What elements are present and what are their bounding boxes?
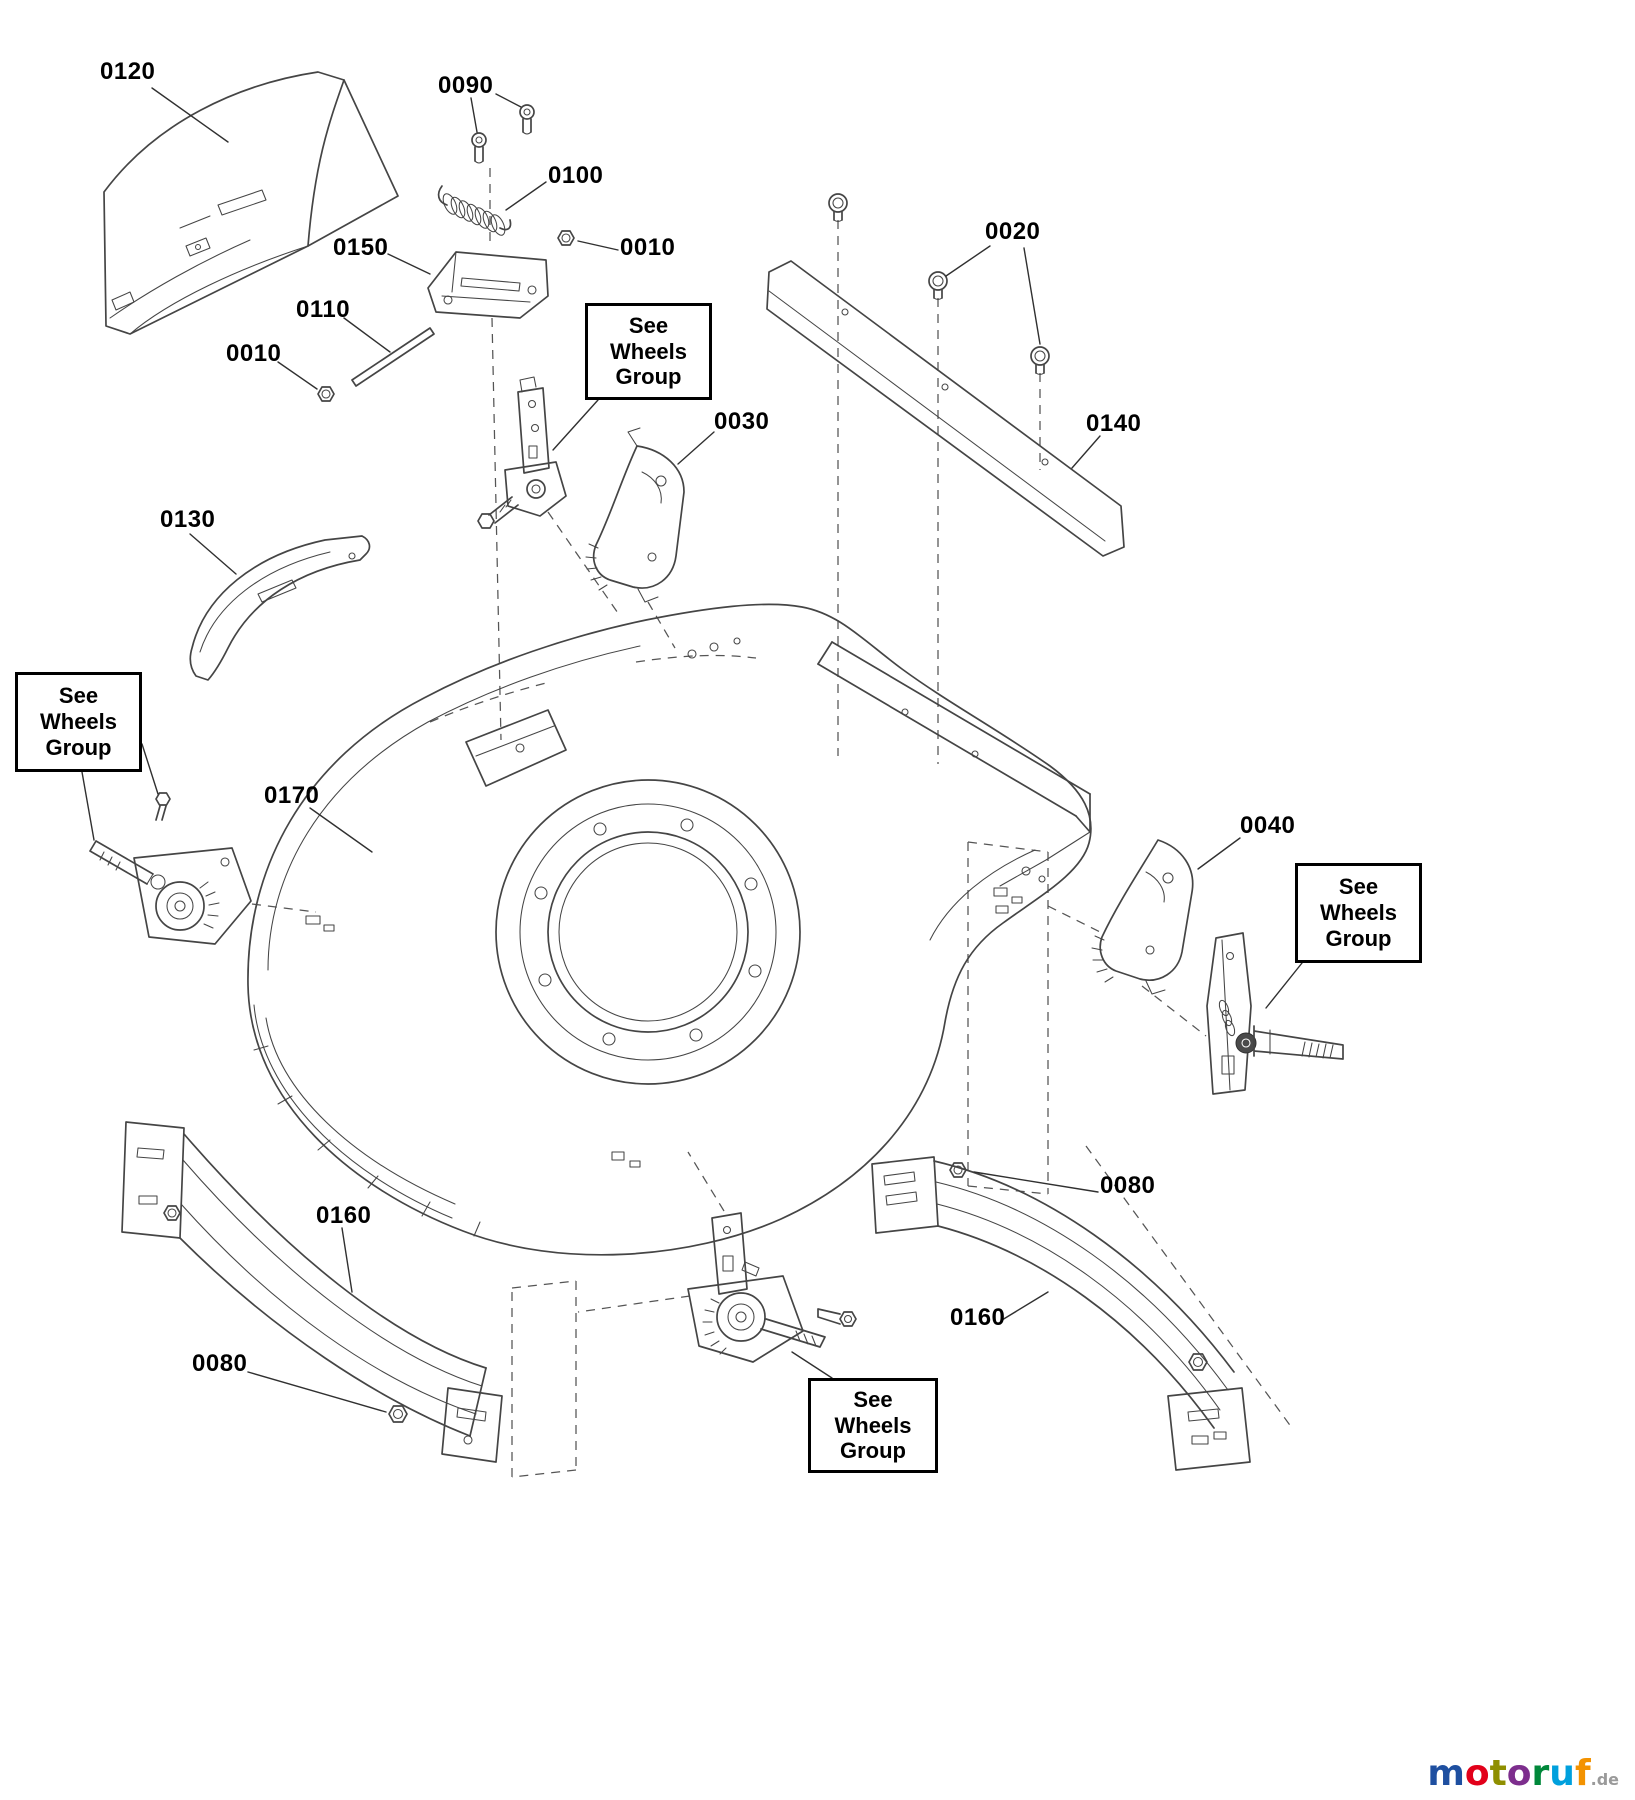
part-0130-trim xyxy=(189,535,371,681)
callout-see-wheels-group-right: See Wheels Group xyxy=(1295,863,1422,963)
callout-see-wheels-group-top: See Wheels Group xyxy=(585,303,712,400)
part-0010-nut-b xyxy=(317,386,335,402)
part-label-0170: 0170 xyxy=(264,782,320,809)
callout-line: Group xyxy=(615,364,682,390)
screw-0020-3 xyxy=(1030,346,1050,376)
motoruf-logo-word: motoruf xyxy=(1427,1753,1591,1794)
part-0120-cover xyxy=(103,71,399,335)
deck-skirt-segments xyxy=(253,1004,481,1237)
callout-line: See xyxy=(1338,874,1379,900)
deck-holes xyxy=(305,637,1046,1168)
part-label-0160-a: 0160 xyxy=(316,1202,372,1229)
callout-see-wheels-group-bottom: See Wheels Group xyxy=(808,1378,938,1473)
deck-rear-channel xyxy=(817,641,1091,887)
part-label-0080-b: 0080 xyxy=(1100,1172,1156,1199)
part-label-0110: 0110 xyxy=(296,296,351,323)
callout-line: See xyxy=(853,1386,893,1412)
part-label-0020: 0020 xyxy=(985,218,1041,245)
wheel-bracket-left xyxy=(89,792,252,945)
callout-line: Group xyxy=(45,734,112,760)
part-label-0160-b: 0160 xyxy=(950,1304,1006,1331)
wheel-bracket-right xyxy=(1206,932,1344,1095)
part-0080-nut-right-top xyxy=(949,1162,967,1178)
callout-line: Wheels xyxy=(609,338,688,364)
part-label-0100: 0100 xyxy=(548,162,604,189)
deck-housing xyxy=(247,603,1092,1256)
part-label-0040: 0040 xyxy=(1240,812,1296,839)
part-label-0030: 0030 xyxy=(714,408,770,435)
part-0160-skirt-left xyxy=(121,1121,503,1463)
part-0080-nut-right xyxy=(1188,1353,1208,1371)
callout-line: Wheels xyxy=(1319,900,1398,926)
leader-lines xyxy=(81,87,1303,1413)
part-0100-spring xyxy=(437,185,512,236)
part-0110-rod xyxy=(351,327,435,387)
part-0080-nut-left xyxy=(388,1405,408,1423)
callout-line: Wheels xyxy=(834,1412,912,1438)
screw-0020-2 xyxy=(928,271,948,301)
callout-line: See xyxy=(628,312,669,338)
part-label-0010-b: 0010 xyxy=(226,340,282,367)
wheel-bracket-top xyxy=(477,376,567,529)
deck-spring-anchor xyxy=(465,709,567,787)
alignment-centerlines xyxy=(251,168,1293,1478)
screw-0020-1 xyxy=(828,193,848,223)
callout-see-wheels-group-left: See Wheels Group xyxy=(15,672,142,772)
part-label-0090: 0090 xyxy=(438,72,494,99)
blade-ring xyxy=(495,779,801,1085)
part-0080-nut-left-top xyxy=(163,1205,181,1221)
bolt-bottom-center xyxy=(817,1308,857,1327)
part-label-0140: 0140 xyxy=(1086,410,1142,437)
part-label-0150: 0150 xyxy=(333,234,389,261)
part-0020-screws xyxy=(828,193,1050,376)
part-0150-bracket xyxy=(427,251,549,319)
callout-line: See xyxy=(58,683,99,709)
callout-line: Group xyxy=(840,1438,906,1464)
callout-line: Wheels xyxy=(39,709,118,735)
callout-line: Group xyxy=(1325,925,1392,951)
part-0010-nut-a xyxy=(557,230,575,246)
motoruf-watermark: motoruf.de xyxy=(1427,1753,1619,1794)
part-0030-height-adjuster xyxy=(585,427,685,603)
wheel-bracket-bottom xyxy=(687,1212,857,1363)
motoruf-logo-suffix: .de xyxy=(1590,1770,1619,1789)
part-0040-height-adjuster xyxy=(1091,839,1194,995)
part-0140-rear-bar xyxy=(766,260,1125,557)
part-0090-screws xyxy=(471,104,535,164)
part-label-0120: 0120 xyxy=(100,58,156,85)
part-label-0080-a: 0080 xyxy=(192,1350,248,1377)
part-label-0130: 0130 xyxy=(160,506,216,533)
part-0160-skirt-right xyxy=(871,1156,1251,1471)
part-label-0010-a: 0010 xyxy=(620,234,676,261)
